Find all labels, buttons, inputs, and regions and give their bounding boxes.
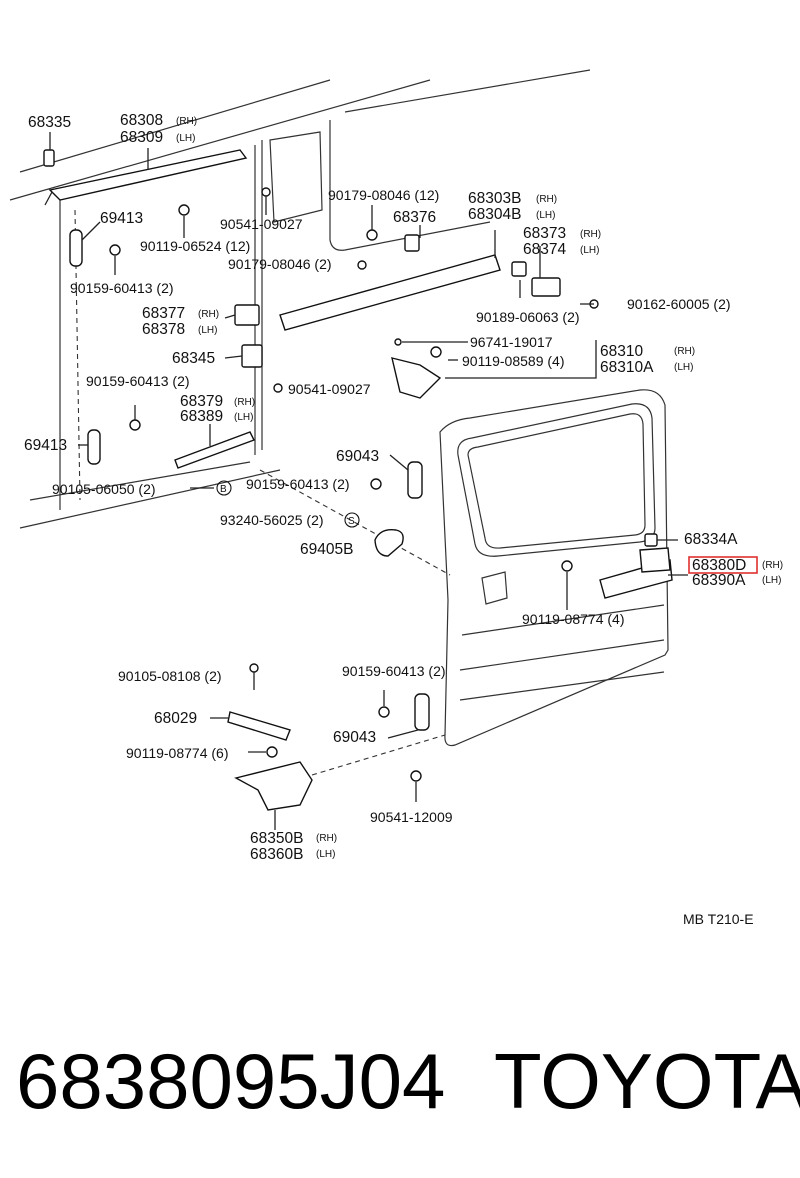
label-90159-door: 90159-60413 (2)	[246, 476, 350, 492]
label-90105-08108: 90105-08108 (2)	[118, 668, 222, 684]
label-69405b: 69405B	[300, 541, 353, 558]
label-68378-side: (LH)	[198, 325, 217, 336]
label-90179-2: 90179-08046 (2)	[228, 256, 332, 272]
label-68350b: 68350B	[250, 830, 303, 847]
label-68376: 68376	[393, 209, 436, 226]
label-90119-08589: 90119-08589 (4)	[462, 353, 564, 369]
label-69043-lower: 69043	[333, 729, 376, 746]
label-68304b-side: (LH)	[536, 210, 555, 221]
label-68389-side: (LH)	[234, 412, 253, 423]
label-69413-upper: 69413	[100, 210, 143, 227]
label-68379-side: (RH)	[234, 397, 255, 408]
label-68374-side: (LH)	[580, 245, 599, 256]
label-90159-lower: 90159-60413 (2)	[342, 663, 446, 679]
label-68380d: 68380D	[692, 557, 746, 574]
label-68335: 68335	[28, 114, 71, 131]
label-90119-08774-4: 90119-08774 (4)	[522, 611, 624, 627]
label-90162: 90162-60005 (2)	[627, 296, 731, 312]
label-68377: 68377	[142, 305, 185, 322]
label-68308: 68308	[120, 112, 163, 129]
label-68310a-side: (LH)	[674, 362, 693, 373]
label-68379: 68379	[180, 393, 223, 410]
label-68360b-side: (LH)	[316, 849, 335, 860]
label-68310: 68310	[600, 343, 643, 360]
label-90119-06524: 90119-06524 (12)	[140, 238, 250, 254]
label-93240: 93240-56025 (2)	[220, 512, 324, 528]
label-68309: 68309	[120, 129, 163, 146]
label-68378: 68378	[142, 321, 185, 338]
center-rail-part	[279, 230, 501, 331]
label-68304b: 68304B	[468, 206, 521, 223]
label-68380d-side: (RH)	[762, 560, 783, 571]
hardware-parts	[43, 132, 758, 830]
upper-rail-part	[44, 148, 248, 206]
label-68029: 68029	[154, 710, 197, 727]
sliding-door-panel	[439, 389, 669, 747]
label-90119-08774-6: 90119-08774 (6)	[126, 745, 228, 761]
label-68309-side: (LH)	[176, 133, 195, 144]
part-number: 6838095J04	[16, 1037, 446, 1125]
label-68310a: 68310A	[600, 359, 654, 376]
label-68389: 68389	[180, 408, 223, 425]
label-68350b-side: (RH)	[316, 833, 337, 844]
label-68310-side: (RH)	[674, 346, 695, 357]
ref-s: S	[348, 516, 355, 527]
label-68374: 68374	[523, 241, 566, 258]
label-68373: 68373	[523, 225, 566, 242]
label-69413-lower: 69413	[24, 437, 67, 454]
label-96741: 96741-19017	[470, 334, 553, 350]
label-90541-12009: 90541-12009	[370, 809, 453, 825]
ref-b: B	[220, 484, 227, 495]
brand-name: TOYOTA	[494, 1037, 800, 1125]
label-68360b: 68360B	[250, 846, 303, 863]
label-90541-mid: 90541-09027	[288, 381, 371, 397]
label-68308-side: (RH)	[176, 116, 197, 127]
label-90159-upper: 90159-60413 (2)	[70, 280, 174, 296]
label-90541-upper: 90541-09027	[220, 216, 303, 232]
diagram-code: MB T210-E	[683, 911, 754, 927]
part-labels: 68335 68308 (RH) 68309 (LH) 69413 90541-…	[24, 112, 783, 927]
label-90189: 90189-06063 (2)	[476, 309, 580, 325]
label-68390a-side: (LH)	[762, 575, 781, 586]
label-68390a: 68390A	[692, 572, 746, 589]
label-68303b: 68303B	[468, 190, 521, 207]
label-90179-12: 90179-08046 (12)	[328, 187, 439, 203]
label-68345: 68345	[172, 350, 215, 367]
label-68334a: 68334A	[684, 531, 738, 548]
label-69043-upper: 69043	[336, 448, 379, 465]
label-68303b-side: (RH)	[536, 194, 557, 205]
label-90105-06050: 90105-06050 (2)	[52, 481, 156, 497]
footer-caption: 6838095J04 TOYOTA	[14, 1036, 800, 1126]
label-68377-side: (RH)	[198, 309, 219, 320]
label-68373-side: (RH)	[580, 229, 601, 240]
label-90159-mid: 90159-60413 (2)	[86, 373, 190, 389]
